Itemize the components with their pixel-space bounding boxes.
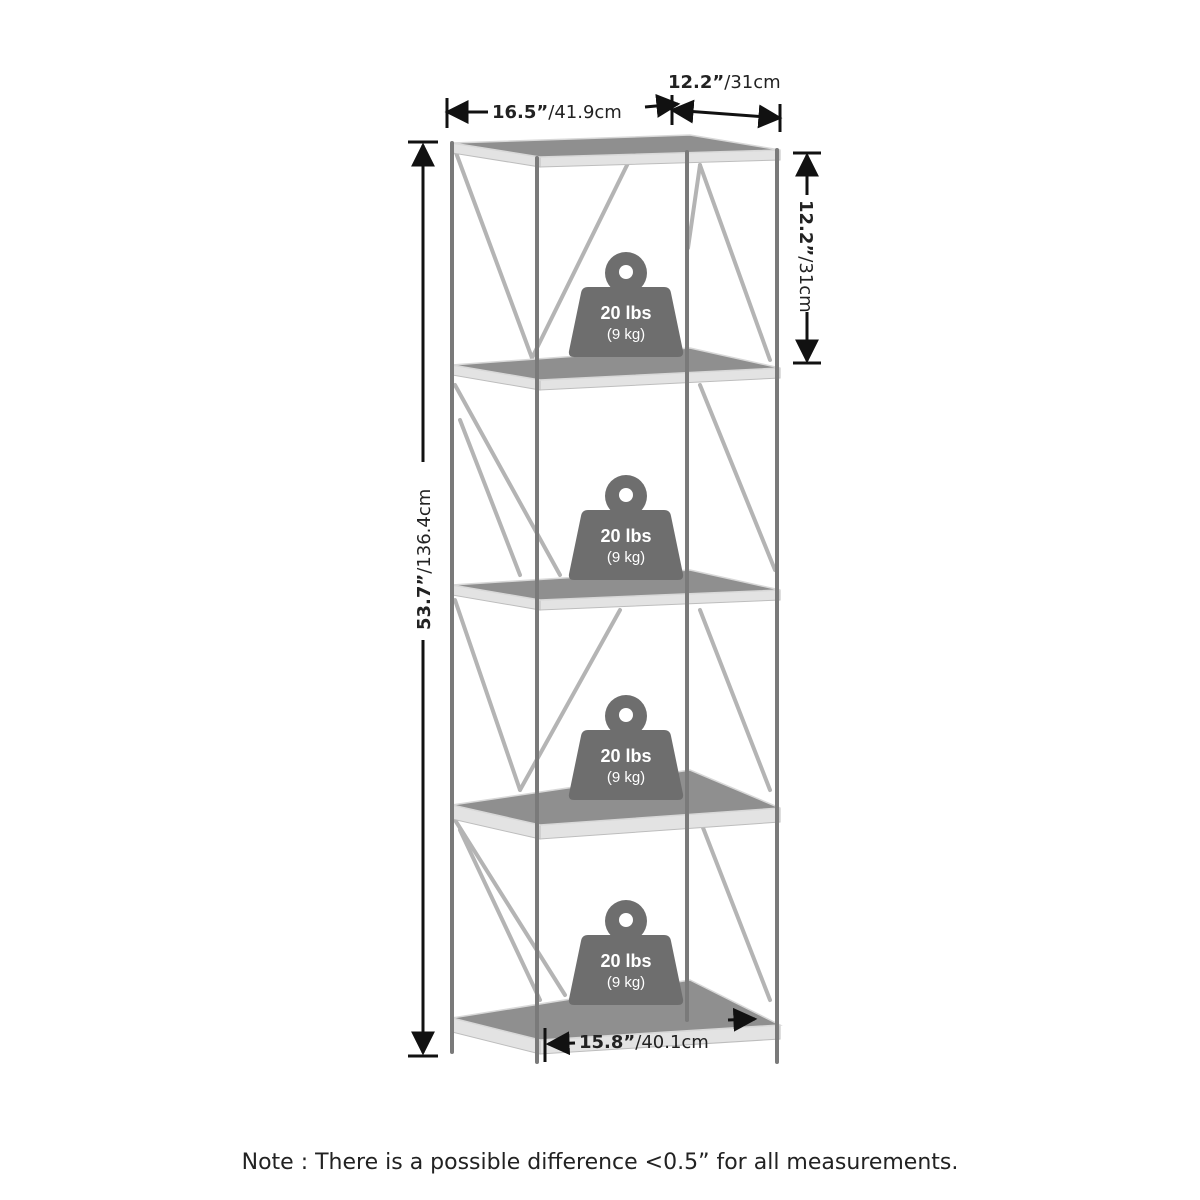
top-width-imperial: 16.5” (492, 102, 548, 123)
shelf-gap-label: 12.2”/31cm (795, 200, 816, 313)
total-height-imperial: 53.7” (414, 574, 435, 630)
shelf-gap-metric: /31cm (795, 256, 816, 312)
shelves (451, 134, 783, 1055)
brace (453, 598, 522, 792)
weight-capacity-imperial: 20 lbs (600, 303, 651, 323)
total-height-metric: /136.4cm (414, 489, 435, 574)
brace (453, 383, 562, 577)
top-width-label: 16.5”/41.9cm (492, 102, 622, 123)
brace (698, 818, 772, 1002)
top-depth-line (669, 99, 783, 129)
weight-capacity-metric: (9 kg) (607, 974, 645, 991)
weight-capacity-icon: 20 lbs (9 kg) (568, 900, 684, 1005)
brace (458, 828, 542, 1002)
dimension-lines (408, 94, 821, 1062)
shelf-top (451, 134, 781, 158)
bottom-width-line-right (727, 1007, 758, 1032)
weight-capacity-imperial: 20 lbs (600, 746, 651, 766)
brace (698, 608, 772, 792)
brace (698, 163, 772, 362)
weight-capacity-metric: (9 kg) (607, 549, 645, 566)
weight-capacity-imperial: 20 lbs (600, 951, 651, 971)
weight-capacity-imperial: 20 lbs (600, 526, 651, 546)
brace (686, 163, 702, 250)
shelf (451, 134, 781, 168)
shelf (451, 347, 781, 391)
cross-braces (453, 148, 777, 1002)
weight-capacity-icon: 20 lbs (9 kg) (568, 252, 684, 357)
weight-handle-hole (619, 708, 633, 722)
weight-capacity-icon: 20 lbs (9 kg) (568, 475, 684, 580)
weight-body (568, 287, 684, 357)
weight-capacity-metric: (9 kg) (607, 769, 645, 786)
bottom-width-label: 15.8”/40.1cm (579, 1032, 709, 1053)
weight-body (568, 935, 684, 1005)
brace (530, 153, 634, 360)
weight-capacity-icon: 20 lbs (9 kg) (568, 695, 684, 800)
weight-handle-hole (619, 488, 633, 502)
bottom-width-line-left (545, 1031, 576, 1056)
weight-icons: 20 lbs(9 kg)20 lbs(9 kg)20 lbs(9 kg)20 l… (568, 252, 684, 1005)
shelf-gap-imperial: 12.2” (795, 200, 816, 256)
weight-capacity-metric: (9 kg) (607, 326, 645, 343)
brace (453, 148, 534, 360)
brace (698, 383, 777, 572)
shelf (451, 569, 781, 611)
bottom-width-imperial: 15.8” (579, 1032, 635, 1053)
weight-body (568, 510, 684, 580)
weight-handle-hole (619, 913, 633, 927)
brace (458, 418, 522, 577)
brace (453, 818, 567, 997)
top-depth-metric: /31cm (724, 72, 780, 93)
weight-handle-hole (619, 265, 633, 279)
weight-body (568, 730, 684, 800)
bottom-width-metric: /40.1cm (635, 1032, 709, 1053)
top-depth-imperial: 12.2” (668, 72, 724, 93)
measurement-note: Note : There is a possible difference <0… (241, 1150, 959, 1175)
frame-posts (450, 141, 779, 1064)
top-width-metric: /41.9cm (548, 102, 622, 123)
top-depth-label: 12.2”/31cm (668, 72, 781, 93)
total-height-label: 53.7”/136.4cm (414, 489, 435, 630)
